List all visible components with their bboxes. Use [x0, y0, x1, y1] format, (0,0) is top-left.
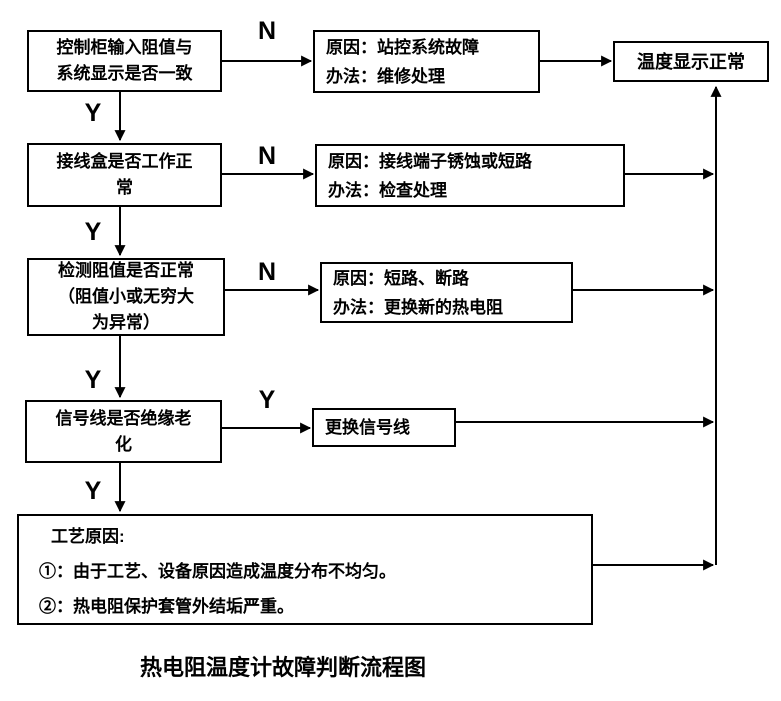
edge-label-q1-yes: Y	[84, 99, 102, 127]
decision-signal-line-aging: 信号线是否绝缘老 化	[25, 400, 222, 463]
decision-line: 信号线是否绝缘老	[55, 408, 192, 428]
edge-label-q2-yes: Y	[84, 218, 102, 246]
action-replace-signal-line: 更换信号线	[312, 408, 456, 447]
terminal-label: 温度显示正常	[637, 51, 745, 72]
terminal-temperature-normal: 温度显示正常	[613, 41, 769, 82]
decision-line: 系统显示是否一致	[56, 64, 193, 83]
edge-label-q3-no: N	[257, 258, 277, 286]
decision-resistance-check: 检测阻值是否正常 （阻值小或无穷大 为异常）	[27, 258, 225, 336]
decision-line: 为异常）	[92, 313, 160, 332]
result-line: 原因：站控系统故障	[326, 37, 479, 57]
decision-line: （阻值小或无穷大	[58, 287, 194, 306]
process-cause-item: ①：由于工艺、设备原因造成温度分布不均匀。	[39, 562, 396, 581]
edge-label-q1-no: N	[257, 17, 277, 45]
result-line: 原因：接线端子锈蚀或短路	[328, 151, 532, 171]
process-cause-item: ②：热电阻保护套管外结垢严重。	[39, 597, 294, 616]
decision-line: 控制柜输入阻值与	[56, 38, 193, 57]
result-station-control-fault: 原因：站控系统故障 办法：维修处理	[313, 30, 540, 93]
result-line: 更换信号线	[325, 418, 410, 437]
decision-line: 检测阻值是否正常	[58, 261, 194, 280]
result-line: 办法：检查处理	[328, 180, 447, 200]
edge-label-q4-yes-down: Y	[84, 477, 102, 505]
edge-label-q4-yes-right: Y	[258, 386, 276, 414]
result-line: 原因：短路、断路	[333, 268, 469, 288]
diagram-caption: 热电阻温度计故障判断流程图	[140, 655, 427, 680]
decision-junction-box: 接线盒是否工作正 常	[27, 143, 222, 207]
result-line: 办法：维修处理	[326, 66, 445, 86]
decision-line: 常	[116, 178, 133, 197]
result-terminal-corrosion: 原因：接线端子锈蚀或短路 办法：检查处理	[315, 144, 625, 207]
process-cause-box: 工艺原因: ①：由于工艺、设备原因造成温度分布不均匀。 ②：热电阻保护套管外结垢…	[17, 514, 593, 625]
decision-line: 化	[115, 434, 132, 454]
edge-label-q3-yes: Y	[84, 366, 102, 394]
decision-cabinet-resistance: 控制柜输入阻值与 系统显示是否一致	[27, 30, 222, 92]
result-line: 办法：更换新的热电阻	[333, 297, 503, 317]
decision-line: 接线盒是否工作正	[56, 152, 193, 171]
result-short-open-circuit: 原因：短路、断路 办法：更换新的热电阻	[320, 262, 573, 323]
edge-label-q2-no: N	[257, 142, 277, 170]
process-cause-title: 工艺原因:	[51, 527, 125, 546]
